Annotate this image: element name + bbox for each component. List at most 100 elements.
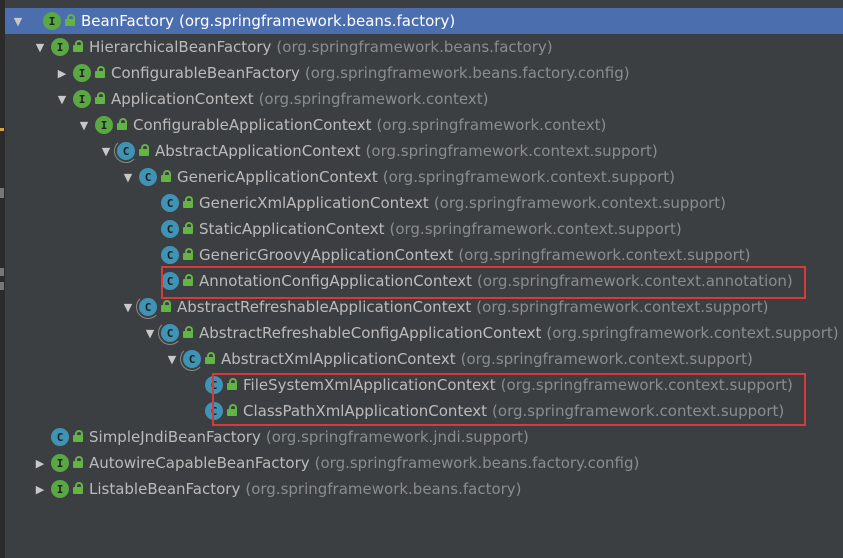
- interface-icon: I: [51, 480, 69, 498]
- gutter-marker: [0, 282, 4, 290]
- class-name: ConfigurableBeanFactory: [111, 64, 300, 82]
- package-name: (org.springframework.context.support): [492, 402, 785, 420]
- tree-node-annotation-config-application-context[interactable]: ▶CAnnotationConfigApplicationContext(org…: [5, 268, 843, 294]
- chevron-down-icon[interactable]: ▼: [79, 118, 89, 132]
- gutter-marker: [0, 128, 4, 131]
- abstract-class-icon: C: [136, 295, 160, 319]
- class-name: GenericApplicationContext: [177, 168, 378, 186]
- public-lock-icon: [117, 117, 127, 131]
- package-name: (org.springframework.context.support): [389, 220, 682, 238]
- class-icon: C: [205, 402, 223, 420]
- class-name: FileSystemXmlApplicationContext: [243, 376, 496, 394]
- tree-node-bean-factory[interactable]: ▼ I BeanFactory(org.springframework.beans.…: [5, 8, 843, 34]
- tree-node-abstract-xml-application-context[interactable]: ▼C AbstractXmlApplicationContext(org.spri…: [5, 346, 843, 372]
- public-lock-icon: [65, 13, 75, 27]
- gutter-marker: [0, 268, 4, 276]
- interface-icon: I: [51, 454, 69, 472]
- interface-icon: I: [43, 12, 61, 30]
- tree-node-hierarchical-bean-factory[interactable]: ▼ I HierarchicalBeanFactory(org.springfram…: [5, 34, 843, 60]
- class-name: AbstractRefreshableConfigApplicationCont…: [199, 324, 542, 342]
- class-name: AutowireCapableBeanFactory: [89, 454, 310, 472]
- interface-icon: I: [95, 116, 113, 134]
- package-name: (org.springframework.context.support): [460, 350, 753, 368]
- class-icon: C: [161, 272, 179, 290]
- package-name: (org.springframework.beans.factory.confi…: [314, 454, 640, 472]
- class-name: HierarchicalBeanFactory: [89, 38, 272, 56]
- package-name: (org.springframework.beans.factory): [276, 38, 553, 56]
- chevron-down-icon[interactable]: ▼: [35, 40, 45, 54]
- package-name: (org.springframework.beans.factory.confi…: [304, 64, 630, 82]
- tree-node-simple-jndi-bean-factory[interactable]: ▶CSimpleJndiBeanFactory(org.springframew…: [5, 424, 843, 450]
- tree-node-listable-bean-factory[interactable]: ▶ I ListableBeanFactory(org.springframewor…: [5, 476, 843, 502]
- interface-icon: I: [73, 90, 91, 108]
- tree-node-generic-groovy-application-context[interactable]: ▶CGenericGroovyApplicationContext(org.sp…: [5, 242, 843, 268]
- chevron-right-icon[interactable]: ▶: [35, 482, 45, 496]
- public-lock-icon: [95, 91, 105, 105]
- public-lock-icon: [161, 169, 171, 183]
- class-name: SimpleJndiBeanFactory: [89, 428, 261, 446]
- chevron-down-icon[interactable]: ▼: [57, 92, 67, 106]
- class-icon: C: [161, 246, 179, 264]
- public-lock-icon: [227, 377, 237, 391]
- tree-node-class-path-xml-application-context[interactable]: ▶CClassPathXmlApplicationContext(org.spr…: [5, 398, 843, 424]
- public-lock-icon: [73, 429, 83, 443]
- chevron-down-icon[interactable]: ▼: [123, 170, 133, 184]
- tree-node-autowire-capable-bean-factory[interactable]: ▶ I AutowireCapableBeanFactory(org.springf…: [5, 450, 843, 476]
- abstract-class-icon: C: [158, 321, 182, 345]
- class-name: ListableBeanFactory: [89, 480, 241, 498]
- interface-icon: I: [51, 38, 69, 56]
- class-icon: C: [51, 428, 69, 446]
- chevron-down-icon[interactable]: ▼: [101, 144, 111, 158]
- public-lock-icon: [73, 481, 83, 495]
- interface-icon: I: [73, 64, 91, 82]
- class-name: AnnotationConfigApplicationContext: [199, 272, 472, 290]
- public-lock-icon: [227, 403, 237, 417]
- public-lock-icon: [205, 351, 215, 365]
- package-name: (org.springframework.context.support): [433, 194, 727, 212]
- public-lock-icon: [183, 221, 193, 235]
- class-name: GenericXmlApplicationContext: [199, 194, 429, 212]
- gutter-marker: [0, 188, 4, 198]
- public-lock-icon: [183, 195, 193, 209]
- package-name: (org.springframework.context.support): [546, 324, 839, 342]
- class-name: ClassPathXmlApplicationContext: [243, 402, 488, 420]
- class-icon: C: [205, 376, 223, 394]
- package-name: (org.springframework.context.support): [382, 168, 675, 186]
- package-name: (org.springframework.context.support): [500, 376, 793, 394]
- public-lock-icon: [95, 65, 105, 79]
- tree-node-file-system-xml-application-context[interactable]: ▶CFileSystemXmlApplicationContext(org.sp…: [5, 372, 843, 398]
- package-name: (org.springframework.context.support): [458, 246, 751, 264]
- class-icon: C: [139, 168, 157, 186]
- tree-node-abstract-refreshable-config-application-context[interactable]: ▼C AbstractRefreshableConfigApplicationCo…: [5, 320, 843, 346]
- abstract-class-icon: C: [180, 347, 204, 371]
- tree-node-configurable-bean-factory[interactable]: ▶ I ConfigurableBeanFactory(org.springfram…: [5, 60, 843, 86]
- chevron-right-icon[interactable]: ▶: [57, 66, 67, 80]
- tree-node-generic-xml-application-context[interactable]: ▶CGenericXmlApplicationContext(org.sprin…: [5, 190, 843, 216]
- public-lock-icon: [73, 39, 83, 53]
- chevron-down-icon[interactable]: ▼: [145, 326, 155, 340]
- package-name: (org.springframework.context.support): [365, 142, 658, 160]
- tree-node-static-application-context[interactable]: ▶CStaticApplicationContext(org.springfra…: [5, 216, 843, 242]
- class-name: AbstractApplicationContext: [155, 142, 361, 160]
- tree-node-generic-application-context[interactable]: ▼ C GenericApplicationContext(org.springfr…: [5, 164, 843, 190]
- class-icon: C: [161, 220, 179, 238]
- chevron-right-icon[interactable]: ▶: [35, 456, 45, 470]
- chevron-down-icon[interactable]: ▼: [13, 14, 23, 28]
- public-lock-icon: [73, 455, 83, 469]
- class-name: BeanFactory: [81, 12, 175, 30]
- package-name: (org.springframework.beans.factory): [245, 480, 522, 498]
- panel-empty-area: [5, 510, 843, 558]
- package-name: (org.springframework.beans.factory): [179, 12, 456, 30]
- public-lock-icon: [139, 143, 149, 157]
- chevron-down-icon[interactable]: ▼: [123, 300, 133, 314]
- class-name: AbstractXmlApplicationContext: [221, 350, 456, 368]
- class-name: AbstractRefreshableApplicationContext: [177, 298, 472, 316]
- chevron-down-icon[interactable]: ▼: [167, 352, 177, 366]
- class-name: ApplicationContext: [111, 90, 254, 108]
